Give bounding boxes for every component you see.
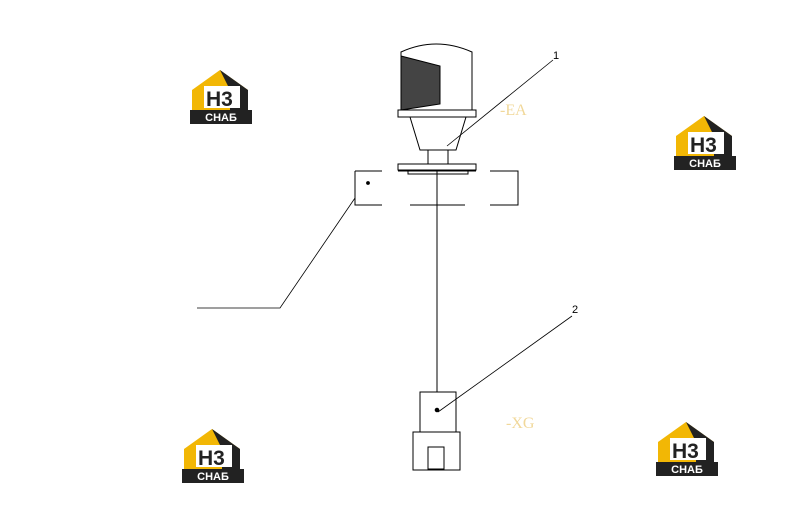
code-ea: -EA bbox=[500, 102, 527, 119]
watermark-logo: H3 СНАБ bbox=[656, 422, 718, 476]
horn-hatching bbox=[400, 55, 441, 111]
code-xg: -XG bbox=[506, 415, 535, 432]
svg-text:СНАБ: СНАБ bbox=[205, 112, 237, 124]
leader-lines bbox=[197, 59, 573, 413]
svg-text:СНАБ: СНАБ bbox=[671, 464, 703, 476]
callout-1: 1 bbox=[553, 50, 559, 62]
leader-1 bbox=[446, 59, 554, 147]
watermark-logo: H3 СНАБ bbox=[190, 70, 252, 124]
watermark-logo: H3 СНАБ bbox=[182, 429, 244, 483]
leader-2 bbox=[437, 315, 573, 413]
callout-2: 2 bbox=[572, 304, 578, 316]
horn-neck bbox=[427, 149, 449, 165]
svg-text:H3: H3 bbox=[198, 447, 225, 470]
bracket-dot bbox=[366, 181, 370, 185]
horn-assembly bbox=[397, 43, 477, 175]
horn-mount-flange bbox=[407, 169, 469, 175]
connector-assembly bbox=[412, 391, 461, 471]
horn-ring bbox=[397, 109, 477, 118]
svg-text:H3: H3 bbox=[672, 440, 699, 463]
svg-text:H3: H3 bbox=[206, 88, 233, 111]
svg-text:СНАБ: СНАБ bbox=[689, 158, 721, 170]
connector-dot bbox=[434, 407, 440, 413]
watermark-logo: H3 СНАБ bbox=[674, 116, 736, 170]
horn-mount-plate bbox=[397, 163, 477, 171]
leader-bracket bbox=[197, 197, 356, 309]
connector-pin bbox=[427, 446, 445, 470]
svg-text:H3: H3 bbox=[690, 134, 717, 157]
svg-text:СНАБ: СНАБ bbox=[197, 471, 229, 483]
horn-base-cone bbox=[409, 116, 467, 151]
